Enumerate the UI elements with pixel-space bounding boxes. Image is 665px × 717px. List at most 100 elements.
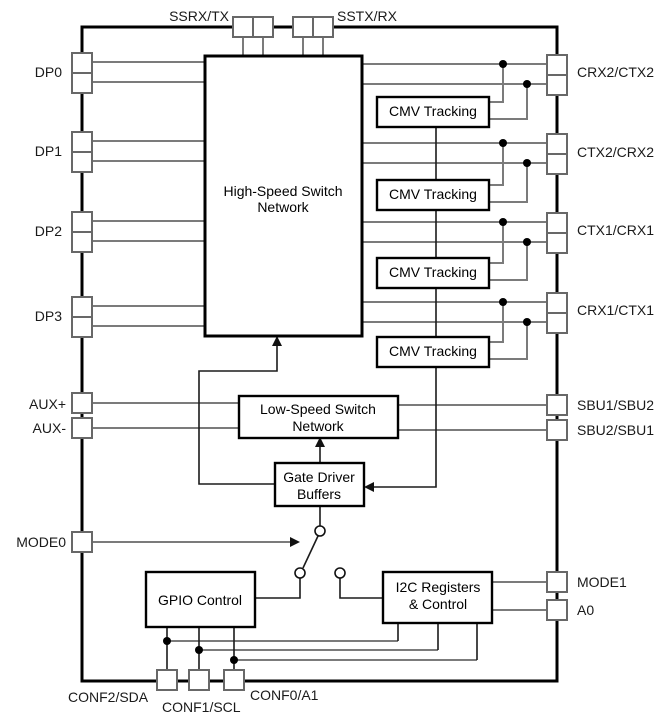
sbu-net-lines: [398, 404, 547, 431]
gpio-control-title: GPIO Control: [158, 592, 242, 608]
pin-box: [71, 131, 93, 153]
cmv-tracking-label-1: CMV Tracking: [389, 103, 477, 119]
pin-box: [71, 52, 93, 74]
high-speed-switch-title-line1: High-Speed Switch: [223, 183, 342, 199]
pin-box: [252, 16, 274, 38]
pin-box: [312, 16, 334, 38]
mode-switch-lines: [255, 506, 383, 599]
pin-group-ctx2-crx2: [546, 133, 568, 175]
arrow-left-into-gate-driver: [364, 482, 374, 492]
pin-box: [546, 54, 568, 76]
cmv-tap-lines: [489, 64, 528, 360]
pin-label-ctx1-crx1: CTX1/CRX1: [577, 222, 654, 238]
cmv-tracking-block-4: [375, 335, 491, 369]
i2c-registers-title-line1: I2C Registers: [396, 579, 481, 595]
pin-group-ssrx-tx: [232, 16, 274, 38]
pin-label-dp1: DP1: [35, 143, 62, 159]
gate-driver-title-line1: Gate Driver: [283, 469, 355, 485]
pin-label-dp0: DP0: [35, 64, 62, 80]
high-speed-switch-block: [203, 54, 364, 338]
pin-box-aux-minus: [71, 417, 93, 439]
pin-label-aux-plus: AUX+: [29, 396, 66, 412]
conf-cross-net-lines: [167, 640, 477, 661]
pin-box-conf0: [223, 669, 245, 691]
cmv-tracking-block-1: [375, 95, 491, 129]
switch-common-contact: [314, 525, 326, 537]
cmv-chain-line: [373, 127, 437, 488]
pin-box-conf2: [156, 669, 178, 691]
junction-dot: [523, 80, 531, 88]
gate-driver-title-line2: Buffers: [297, 486, 341, 502]
high-speed-right-net-lines: [362, 63, 547, 323]
pin-label-conf2-sda: CONF2/SDA: [68, 689, 149, 705]
pin-label-conf0-a1: CONF0/A1: [250, 687, 319, 703]
junction-dot: [195, 646, 203, 654]
junction-dot: [523, 159, 531, 167]
pin-box: [546, 212, 568, 234]
junction-dot: [523, 318, 531, 326]
pin-label-a0: A0: [577, 602, 594, 618]
pin-box: [546, 133, 568, 155]
pin-box: [292, 16, 314, 38]
pin-box: [71, 151, 93, 173]
aux-net-lines: [92, 402, 239, 429]
pin-box-aux-plus: [71, 392, 93, 414]
junction-dots: [163, 60, 531, 664]
low-speed-switch-block: [237, 394, 400, 440]
junction-dot: [230, 656, 238, 664]
junction-dot: [163, 637, 171, 645]
pin-box-a0: [546, 599, 568, 621]
switch-gpio-contact: [294, 567, 306, 579]
pin-box: [71, 316, 93, 338]
junction-dot: [523, 238, 531, 246]
junction-dot: [499, 298, 507, 306]
pin-group-crx2-ctx2: [546, 54, 568, 96]
pin-box: [232, 16, 254, 38]
gate-driver-buffers-block: [273, 461, 366, 508]
pin-box: [71, 211, 93, 233]
switch-i2c-contact: [334, 567, 346, 579]
pin-label-aux-minus: AUX-: [33, 420, 67, 436]
pin-group-dp3: [71, 296, 93, 338]
arrow-right-from-mode0: [290, 537, 300, 547]
cmv-tracking-label-2: CMV Tracking: [389, 186, 477, 202]
pin-group-ctx1-crx1: [546, 212, 568, 254]
junction-dot: [499, 60, 507, 68]
gate-to-hssn-path: [198, 345, 278, 485]
i2c-registers-block: [381, 570, 494, 625]
cmv-tracking-block-2: [375, 178, 491, 212]
cmv-tracking-label-3: CMV Tracking: [389, 264, 477, 280]
pin-group-dp0: [71, 52, 93, 94]
pin-label-sstx-rx: SSTX/RX: [337, 8, 398, 24]
pin-box-mode1: [546, 571, 568, 593]
pin-label-mode1: MODE1: [577, 574, 627, 590]
pin-box: [546, 153, 568, 175]
junction-dot: [499, 139, 507, 147]
pin-box: [546, 292, 568, 314]
cmv-tracking-label-4: CMV Tracking: [389, 343, 477, 359]
arrow-up-into-lssn: [315, 437, 325, 447]
pin-box: [546, 74, 568, 96]
dp-net-lines: [92, 61, 205, 327]
pin-label-conf1-scl: CONF1/SCL: [162, 699, 241, 715]
pin-group-dp1: [71, 131, 93, 173]
pin-group-dp2: [71, 211, 93, 253]
i2c-registers-title-line2: & Control: [409, 596, 467, 612]
low-speed-switch-title-line1: Low-Speed Switch: [260, 401, 376, 417]
pin-label-dp2: DP2: [35, 223, 62, 239]
top-pin-stems: [242, 37, 324, 56]
pin-box-sbu1: [546, 394, 568, 416]
low-speed-switch-title-line2: Network: [292, 418, 344, 434]
pin-group-sstx-rx: [292, 16, 334, 38]
pin-box: [546, 232, 568, 254]
pin-box-mode0: [71, 531, 93, 553]
pin-label-sbu1-sbu2: SBU1/SBU2: [577, 397, 654, 413]
pin-box: [71, 72, 93, 94]
i2c-stub-lines: [397, 623, 478, 660]
arrow-up-into-hssn: [272, 336, 282, 346]
pin-box-conf1: [188, 669, 210, 691]
junction-dot: [499, 218, 507, 226]
pin-label-ssrx-tx: SSRX/TX: [169, 8, 230, 24]
